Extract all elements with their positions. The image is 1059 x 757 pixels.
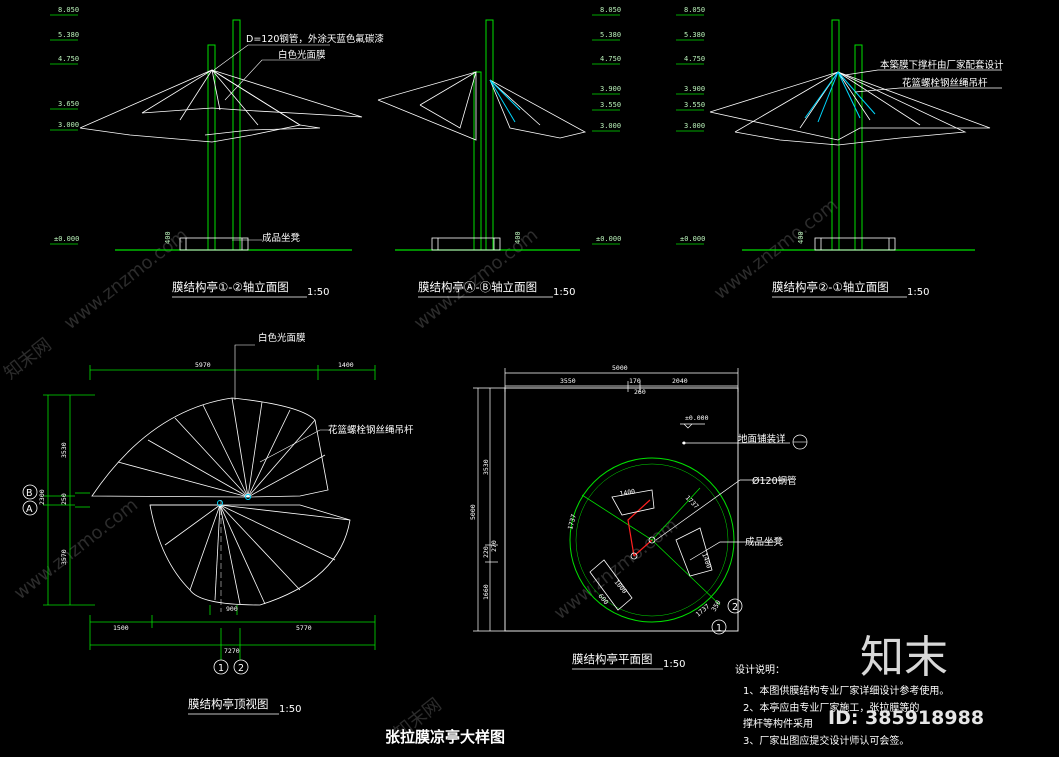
view-title: 膜结构亭①-②轴立面图 [172, 280, 289, 294]
plan-level: ±0.000 [685, 414, 709, 422]
note-item: 2、本亭应由专业厂家施工，张拉膜等的 [743, 701, 919, 714]
seat-dim: 1400 [619, 487, 636, 498]
dim-400: 400 [164, 231, 172, 244]
note-rod-cable: 花篮螺栓钢丝绳吊杆 [902, 77, 988, 89]
dim-label: 1660 [482, 584, 490, 600]
level-label: 5.380 [600, 31, 621, 39]
dim-label: 1500 [113, 624, 129, 632]
dim-label: 270 [490, 540, 498, 552]
level-label: ±0.000 [596, 235, 621, 243]
note-rod-design: 本築膜下撑杆由厂家配套设计 [880, 59, 1004, 71]
view-title: 膜结构亭顶视图 [188, 697, 269, 711]
view-title: 膜结构亭平面图 [572, 652, 653, 666]
note-item: 撑杆等构件采用 [743, 717, 813, 730]
seat-dim: 350 [710, 599, 723, 613]
axis-a-label: A [26, 504, 33, 515]
note-item: 3、厂家出图应提交设计师认可会签。 [743, 734, 909, 747]
watermark-layer: www.znzmo.com www.znzmo.com www.znzmo.co… [0, 194, 842, 743]
design-notes: 设计说明： 1、本图供膜结构专业厂家详细设计参考使用。 2、本亭应由专业厂家施工… [735, 663, 949, 747]
view-scale: 1:50 [279, 704, 301, 715]
dim-label: 2040 [672, 377, 688, 385]
note-item: 1、本图供膜结构专业厂家详细设计参考使用。 [743, 684, 949, 697]
level-label: 5.380 [684, 31, 705, 39]
axis-2-label: 2 [238, 663, 244, 674]
dim-label: 900 [226, 605, 238, 613]
elevation-1-2: 8.050 5.380 4.750 3.650 3.000 ±0.000 [50, 6, 384, 298]
dim-label: 170 [629, 377, 641, 385]
watermark-text-cn: 知末网 [0, 334, 55, 384]
dim-400: 400 [797, 231, 805, 244]
view-scale: 1:50 [663, 659, 685, 670]
dim-label: 1400 [338, 361, 354, 369]
seat-dim: 1400 [700, 552, 713, 570]
dim-label: 5770 [296, 624, 312, 632]
level-label: 8.050 [600, 6, 621, 14]
seat-dim: 1000 [612, 578, 628, 595]
level-label: 4.750 [58, 55, 79, 63]
level-label: 3.000 [600, 122, 621, 130]
note-membrane: 白色光面膜 [278, 49, 326, 61]
view-title: 膜结构亭②-①轴立面图 [772, 280, 889, 294]
axis-b-label: B [26, 488, 33, 499]
view-title: 膜结构亭Ⓐ-Ⓑ轴立面图 [418, 280, 537, 294]
level-label: 8.050 [58, 6, 79, 14]
note-membrane: 白色光面膜 [258, 332, 306, 344]
level-label: 5.380 [58, 31, 79, 39]
level-label: 3.000 [684, 122, 705, 130]
level-label: 3.550 [684, 101, 705, 109]
level-label: 4.750 [684, 55, 705, 63]
level-label: ±0.000 [54, 235, 79, 243]
dim-label: 5970 [195, 361, 211, 369]
level-label: 4.750 [600, 55, 621, 63]
dim-400: 400 [514, 231, 522, 244]
note-pipe: Ø120钢管 [752, 475, 797, 487]
elevation-a-b: 8.050 5.380 4.750 3.900 3.550 3.000 ±0.0… [377, 6, 621, 298]
dim-label: 3550 [560, 377, 576, 385]
seat-dim: 1737 [566, 513, 578, 530]
dim-label: 5000 [612, 364, 628, 372]
note-seat: 成品坐凳 [745, 536, 784, 548]
seat-dim: 1737 [694, 602, 711, 618]
note-floor: 地面铺装详 [738, 433, 786, 445]
dim-label: 5000 [469, 504, 477, 520]
dim-label: 3530 [60, 442, 68, 458]
level-label: 3.000 [58, 121, 79, 129]
level-marks [50, 14, 78, 245]
note-seat: 成品坐凳 [262, 232, 301, 244]
dim-label: 220 [482, 546, 490, 558]
note-pipe: D=120钢管，外涂天蓝色氟碳漆 [246, 33, 384, 45]
dim-label: 250 [60, 493, 68, 505]
elevation-2-1: 8.050 5.380 4.750 3.900 3.550 3.000 ±0.0… [676, 6, 1004, 298]
top-view: 白色光面膜 花篮螺栓钢丝绳吊杆 5970 1400 3530 250 2300 … [22, 332, 414, 715]
seat-dim: 600 [596, 592, 610, 606]
dim-label: 2300 [38, 489, 46, 505]
level-label: 8.050 [684, 6, 705, 14]
level-label: 3.900 [600, 85, 621, 93]
level-label: 3.900 [684, 85, 705, 93]
plan-view: 5000 3550 170 2040 260 3530 5000 220 270… [469, 364, 808, 670]
axis-1-label: 1 [218, 663, 224, 674]
membrane-canopy [79, 69, 363, 143]
dim-label: 3530 [482, 459, 490, 475]
axis-1-label: 1 [716, 623, 722, 634]
level-label: 3.550 [600, 101, 621, 109]
level-label: 3.650 [58, 100, 79, 108]
level-label: ±0.000 [680, 235, 705, 243]
brand-logo: 知末 [860, 632, 948, 683]
notes-heading: 设计说明： [735, 663, 785, 676]
note-rod: 花篮螺栓钢丝绳吊杆 [328, 424, 414, 436]
view-scale: 1:50 [907, 287, 929, 298]
view-scale: 1:50 [553, 287, 575, 298]
dim-label: 260 [634, 388, 646, 396]
view-scale: 1:50 [307, 287, 329, 298]
seat-dim: 1737 [684, 494, 701, 511]
axis-2-label: 2 [732, 602, 738, 613]
drawing-title: 张拉膜凉亭大样图 [385, 728, 505, 746]
brand-id: ID: 385918988 [828, 707, 984, 729]
dim-label: 7270 [224, 647, 240, 655]
dim-label: 3570 [60, 549, 68, 565]
